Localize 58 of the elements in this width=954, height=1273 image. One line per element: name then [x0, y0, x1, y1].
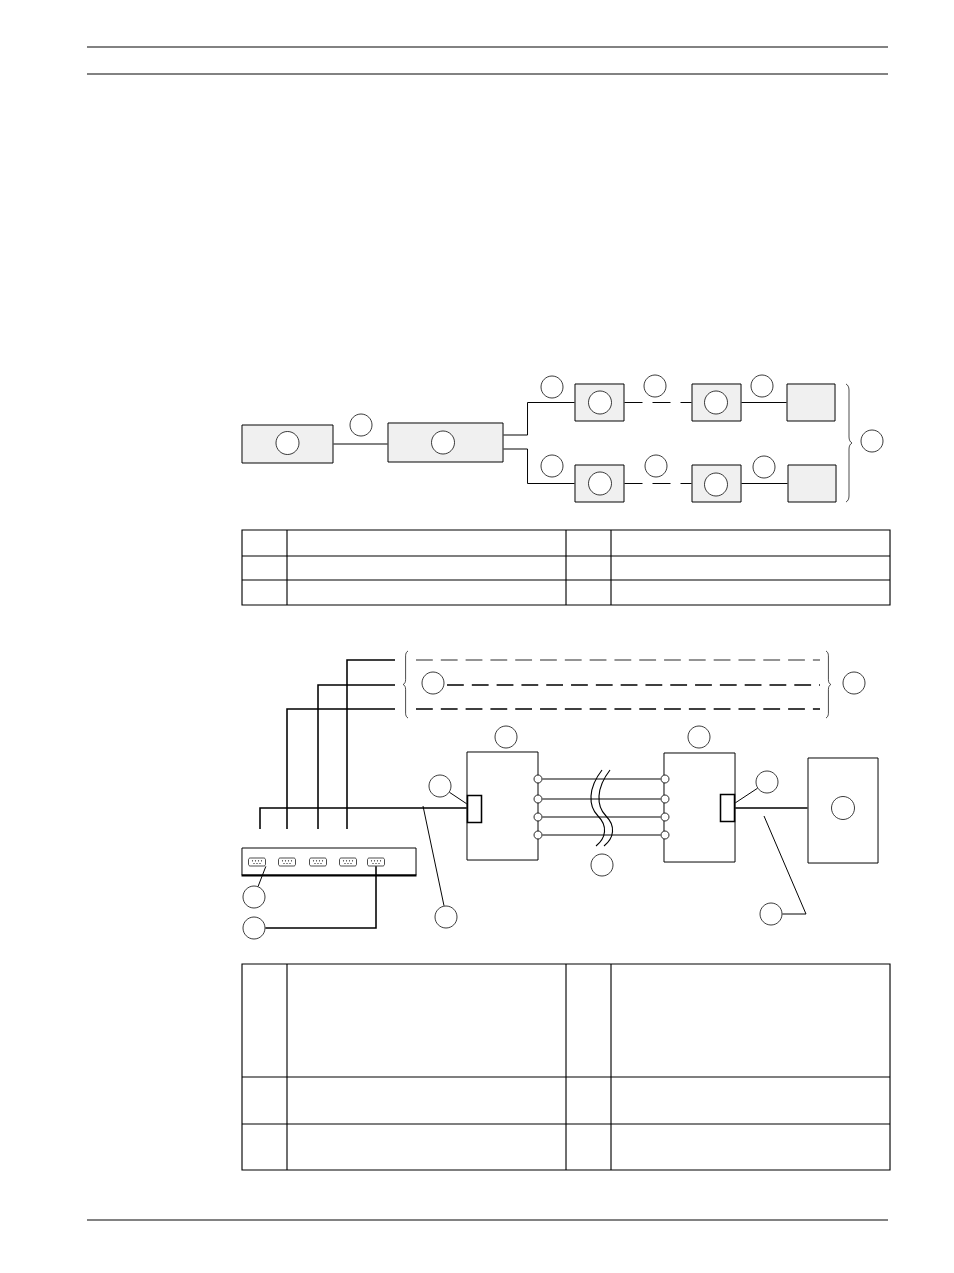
callout-circle [704, 472, 728, 497]
wire [541, 834, 662, 836]
callout-circle [428, 774, 452, 798]
device-box [387, 422, 504, 463]
leader-line [257, 865, 267, 887]
callout-circle [755, 770, 779, 794]
connecting-line [503, 402, 575, 436]
leader-line [449, 791, 468, 805]
connecting-line [741, 402, 787, 403]
callout-circle [590, 853, 614, 877]
callout-circle [421, 671, 445, 695]
callout-circle [752, 455, 776, 479]
callout-circle [349, 413, 373, 437]
wire [541, 816, 662, 818]
connector-icon [367, 857, 385, 867]
connector-icon [309, 857, 327, 867]
connector-block [466, 794, 483, 824]
connector-icon [278, 857, 296, 867]
connecting-line [503, 448, 575, 484]
device-box [466, 751, 539, 861]
dashed-line [624, 402, 692, 403]
leader-line [734, 787, 758, 804]
wire [541, 798, 662, 800]
callout-circle [687, 725, 711, 749]
callout-circle [860, 429, 884, 453]
callout-circle [540, 454, 564, 478]
dashed-line [624, 483, 692, 484]
connector-icon [339, 857, 357, 867]
callout-circle [540, 375, 564, 399]
callout-circle [643, 374, 667, 398]
callout-circle [242, 916, 266, 940]
callout-circle [431, 430, 455, 455]
callout-circle [494, 725, 518, 749]
leader-line [763, 815, 807, 915]
callout-circle [759, 902, 783, 926]
connector-icon [248, 857, 266, 867]
device-box [787, 464, 837, 503]
device-box [807, 757, 879, 864]
callout-circle [588, 390, 612, 415]
leader-line [264, 865, 377, 929]
callout-circle [434, 905, 458, 929]
callout-circle [704, 390, 728, 415]
callout-circle [242, 885, 266, 909]
device-box [663, 752, 736, 863]
callout-circle [831, 796, 855, 820]
callout-circle [750, 374, 774, 398]
leader-line [422, 805, 445, 907]
callout-circle [275, 431, 300, 455]
callout-circle [842, 671, 866, 695]
device-box [786, 383, 836, 422]
connector-block [719, 793, 736, 823]
connecting-line [333, 443, 388, 445]
connecting-line [741, 483, 788, 484]
cable-line [734, 807, 809, 809]
callout-circle [588, 471, 612, 496]
wire [541, 778, 662, 780]
cable-line [259, 807, 468, 830]
callout-circle [644, 454, 668, 478]
